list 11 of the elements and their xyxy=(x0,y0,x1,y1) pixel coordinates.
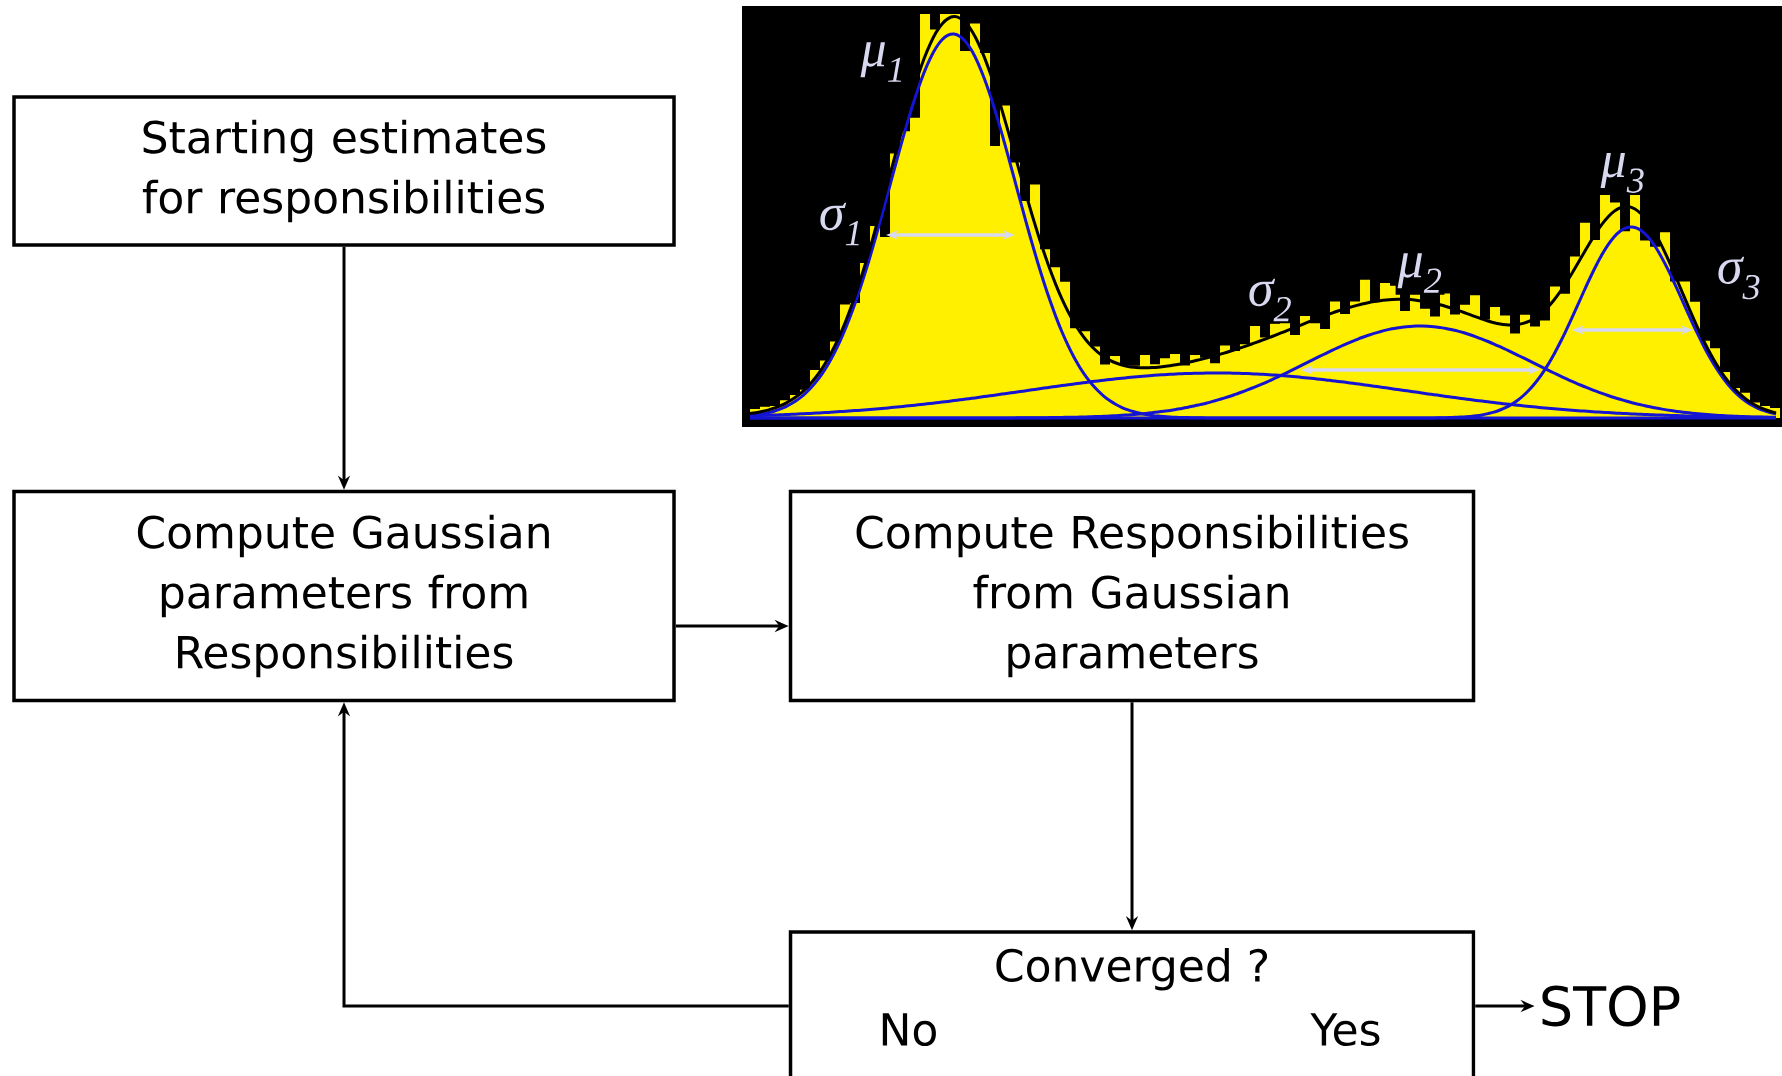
greek-label: σ$_{3}$ xyxy=(1714,254,1764,302)
stop-label: STOP xyxy=(1542,985,1680,1027)
greek-label: μ$_{3}$ xyxy=(1598,151,1648,195)
greek-label: μ$_{2}$ xyxy=(1395,251,1445,295)
greek-label: σ$_{1}$ xyxy=(816,200,866,248)
process-box: Compute Gaussian parameters from Responsibilities xyxy=(12,489,676,703)
process-box: Compute Responsibilities from Gaussian parameters xyxy=(788,489,1476,703)
greek-label: σ$_{2}$ xyxy=(1245,276,1295,324)
greek-label: μ$_{1}$ xyxy=(858,40,908,84)
process-box: Starting estimates for responsibilities xyxy=(12,95,676,247)
decision-box: Converged ? No Yes xyxy=(788,930,1476,1076)
